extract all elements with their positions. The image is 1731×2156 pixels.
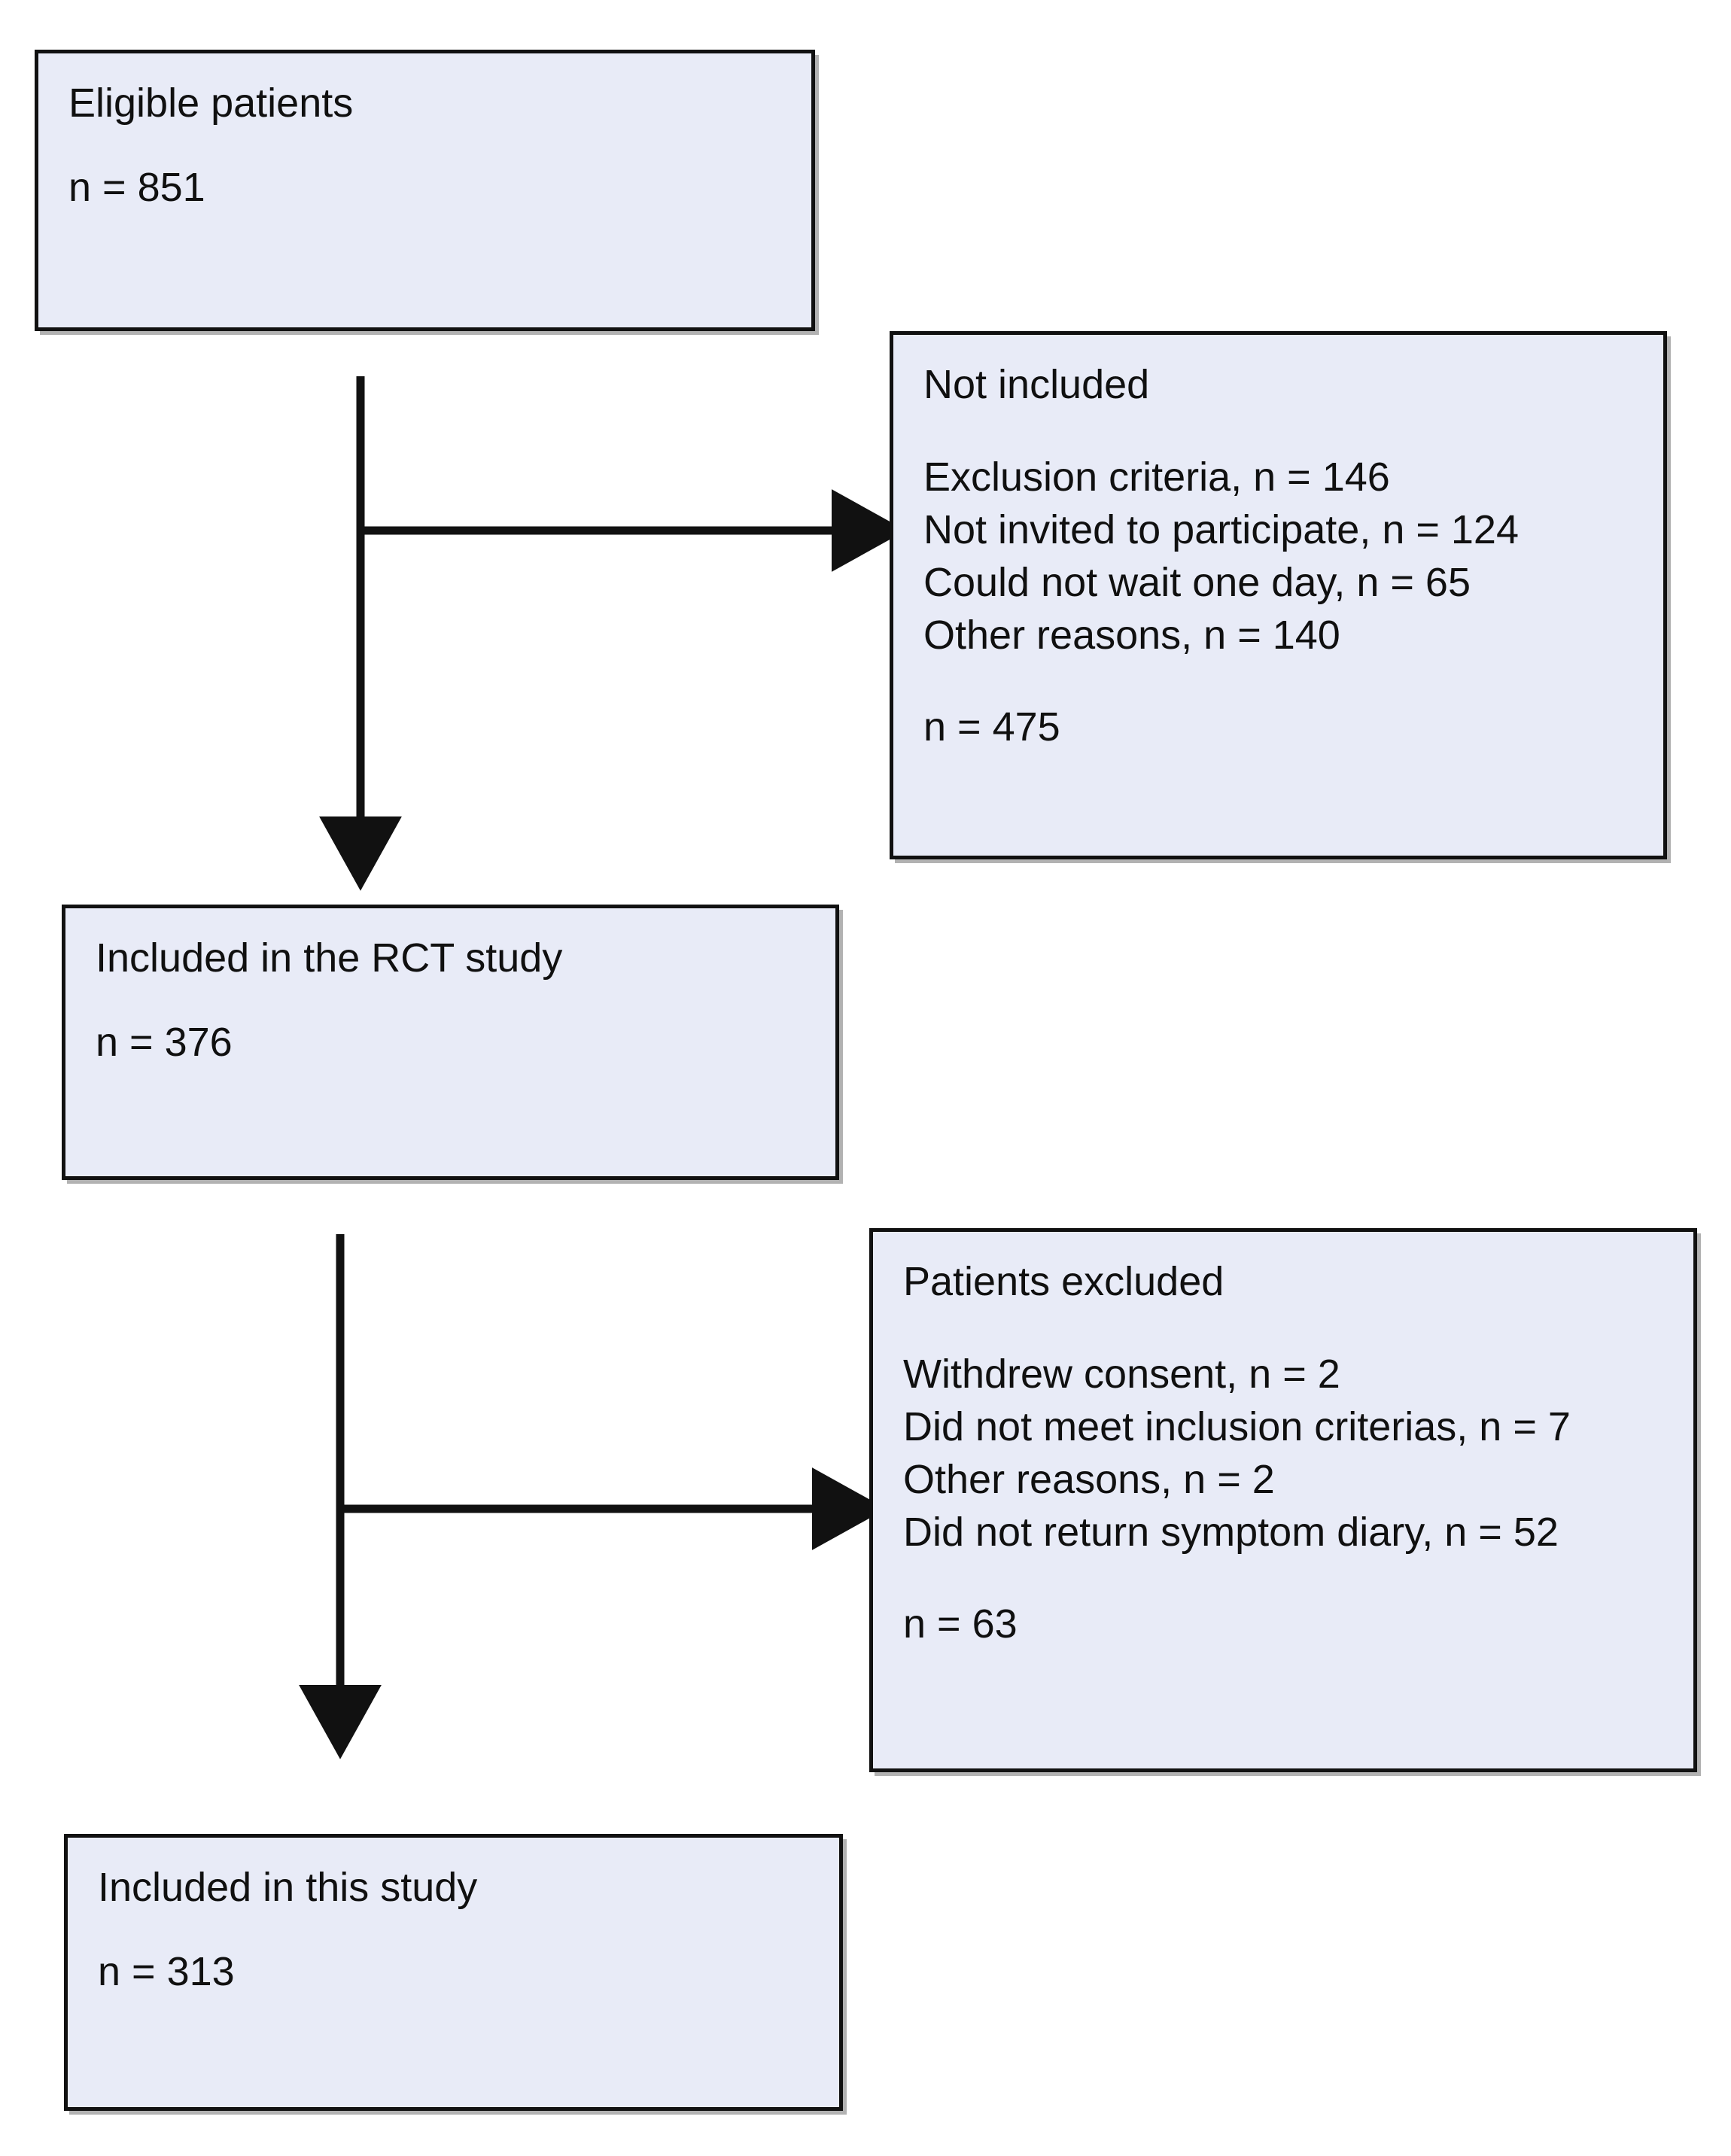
spacer bbox=[903, 1307, 1663, 1348]
reason-item: Not invited to participate, n = 124 bbox=[923, 507, 1519, 553]
node-patients-excluded-content: Patients excluded Withdrew consent, n = … bbox=[873, 1232, 1693, 1672]
reason-item: Exclusion criteria, n = 146 bbox=[923, 454, 1390, 500]
spacer bbox=[923, 410, 1633, 451]
node-not-included-content: Not included Exclusion criteria, n = 146… bbox=[893, 335, 1663, 775]
reason-item: Did not return symptom diary, n = 52 bbox=[903, 1510, 1559, 1555]
not-included-reason-list: Exclusion criteria, n = 146 Not invited … bbox=[923, 451, 1633, 662]
spacer bbox=[923, 662, 1633, 703]
node-included-this-study-content: Included in this study n = 313 bbox=[68, 1838, 839, 2020]
node-patients-excluded-count: n = 63 bbox=[903, 1601, 1018, 1647]
node-included-rct-study-title: Included in the RCT study bbox=[96, 935, 563, 981]
reason-item: Could not wait one day, n = 65 bbox=[923, 560, 1471, 606]
node-not-included: Not included Exclusion criteria, n = 146… bbox=[890, 331, 1667, 859]
spacer bbox=[96, 984, 805, 1018]
node-included-rct-study-content: Included in the RCT study n = 376 bbox=[65, 908, 835, 1090]
reason-item: Did not meet inclusion criterias, n = 7 bbox=[903, 1404, 1571, 1450]
node-patients-excluded-title: Patients excluded bbox=[903, 1259, 1224, 1304]
node-included-this-study: Included in this study n = 313 bbox=[64, 1834, 843, 2111]
node-included-this-study-title: Included in this study bbox=[98, 1865, 478, 1910]
node-included-rct-study: Included in the RCT study n = 376 bbox=[62, 905, 839, 1180]
reason-item: Other reasons, n = 140 bbox=[923, 613, 1340, 658]
node-eligible-patients-content: Eligible patients n = 851 bbox=[38, 53, 811, 236]
node-eligible-patients-count: n = 851 bbox=[68, 164, 205, 210]
reason-item: Other reasons, n = 2 bbox=[903, 1457, 1275, 1503]
spacer bbox=[903, 1559, 1663, 1600]
node-not-included-title: Not included bbox=[923, 362, 1150, 407]
node-patients-excluded: Patients excluded Withdrew consent, n = … bbox=[869, 1228, 1697, 1772]
node-eligible-patients: Eligible patients n = 851 bbox=[35, 50, 815, 331]
node-eligible-patients-title: Eligible patients bbox=[68, 81, 354, 126]
reason-item: Withdrew consent, n = 2 bbox=[903, 1351, 1340, 1397]
node-not-included-count: n = 475 bbox=[923, 704, 1060, 750]
node-included-rct-study-count: n = 376 bbox=[96, 1019, 233, 1065]
node-included-this-study-count: n = 313 bbox=[98, 1948, 235, 1994]
spacer bbox=[98, 1913, 809, 1948]
spacer bbox=[68, 129, 781, 163]
patients-excluded-reason-list: Withdrew consent, n = 2 Did not meet inc… bbox=[903, 1348, 1663, 1559]
